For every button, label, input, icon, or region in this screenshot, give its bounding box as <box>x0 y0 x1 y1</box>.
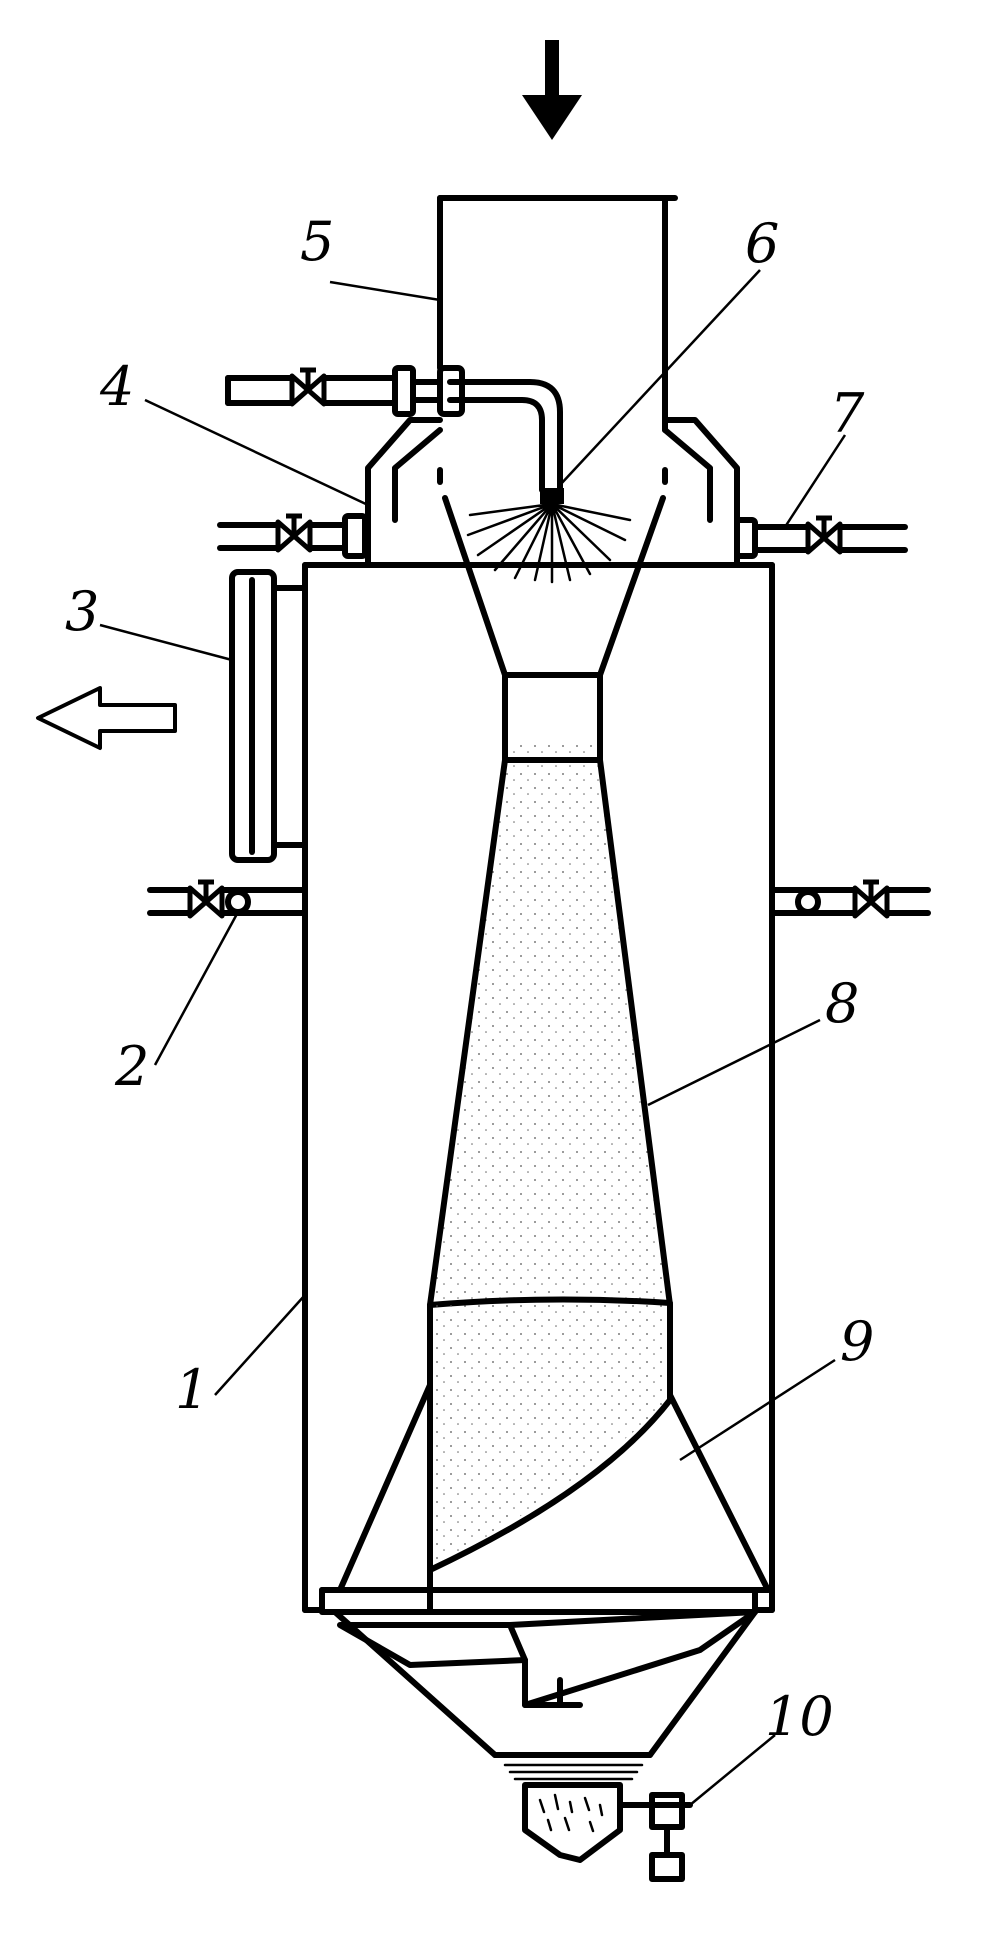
head-left-valve <box>217 513 368 559</box>
venturi-tube <box>427 495 673 1308</box>
label-6: 6 <box>745 212 779 275</box>
label-5: 5 <box>300 210 334 273</box>
side-right-valve <box>769 882 931 916</box>
label-8: 8 <box>825 972 859 1035</box>
spray-pipe <box>447 379 564 504</box>
label-2: 2 <box>114 1035 149 1098</box>
label-3: 3 <box>65 580 99 643</box>
label-10: 10 <box>765 1685 834 1748</box>
swirl-section <box>319 1302 771 1708</box>
top-left-inlet-valve <box>225 365 465 417</box>
outlet-flange <box>229 569 308 863</box>
leader-lines <box>99 269 847 1806</box>
part-labels: 5 6 4 7 3 2 8 1 9 10 <box>65 210 874 1748</box>
outlet-arrow <box>36 686 177 750</box>
spray-cone <box>466 502 632 584</box>
sludge-discharge <box>522 1782 693 1882</box>
label-9: 9 <box>840 1310 874 1373</box>
label-4: 4 <box>99 355 134 418</box>
top-head <box>365 417 740 568</box>
inlet-duct <box>437 195 678 433</box>
side-left-valve <box>147 882 308 916</box>
label-7: 7 <box>830 382 865 445</box>
head-right-valve <box>734 518 908 559</box>
label-1: 1 <box>175 1358 209 1421</box>
inlet-arrow <box>522 40 582 140</box>
bottom-cone <box>332 1609 758 1781</box>
